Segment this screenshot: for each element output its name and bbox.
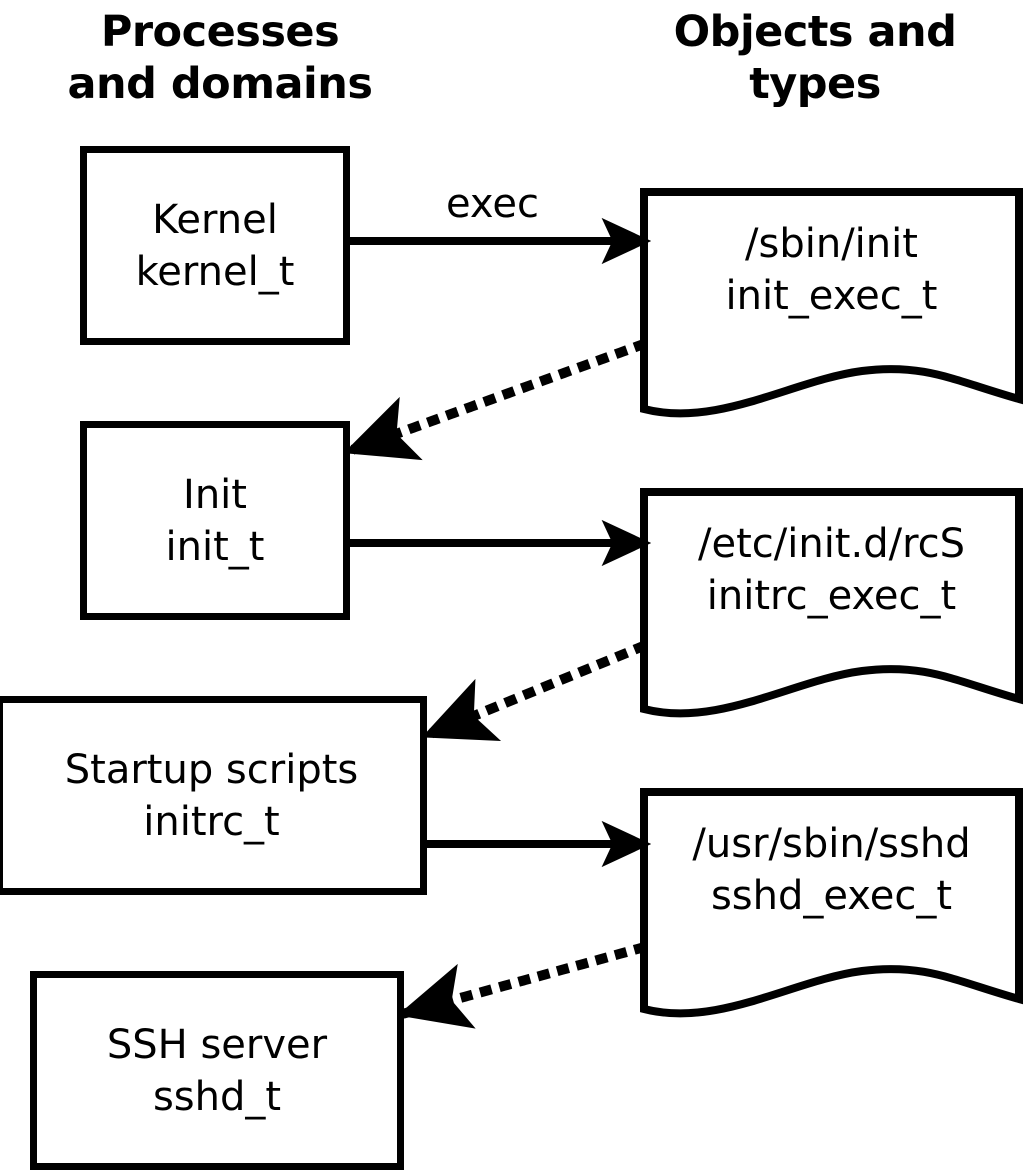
process-node-init[interactable]: Init init_t — [80, 421, 350, 620]
column-title-processes: Processes and domains — [67, 7, 373, 109]
edge-transition-initrc-exec-to-initrc — [421, 640, 648, 742]
process-node-init-type: init_t — [165, 523, 265, 570]
object-shape-initrc-exec — [640, 488, 1023, 718]
process-node-ssh-server-type: sshd_t — [152, 1073, 282, 1120]
process-node-ssh-server[interactable]: SSH server sshd_t — [30, 971, 404, 1170]
process-node-startup-scripts-type: initrc_t — [143, 798, 280, 845]
process-node-ssh-server-name: SSH server — [106, 1021, 328, 1068]
process-node-kernel-name: Kernel — [152, 196, 278, 243]
edge-transition-init-exec-to-init — [343, 338, 648, 461]
process-node-startup-scripts-name: Startup scripts — [64, 746, 359, 793]
process-node-kernel-type: kernel_t — [135, 248, 295, 295]
edge-label-exec: exec — [446, 181, 539, 227]
object-shape-init-exec — [640, 188, 1023, 418]
process-node-startup-scripts[interactable]: Startup scripts initrc_t — [0, 696, 427, 895]
process-node-kernel[interactable]: Kernel kernel_t — [80, 146, 350, 345]
process-node-init-name: Init — [183, 471, 247, 518]
edge-transition-sshd-exec-to-sshd — [397, 941, 648, 1029]
column-title-objects: Objects and types — [673, 7, 957, 109]
object-shape-sshd-exec — [640, 788, 1023, 1018]
